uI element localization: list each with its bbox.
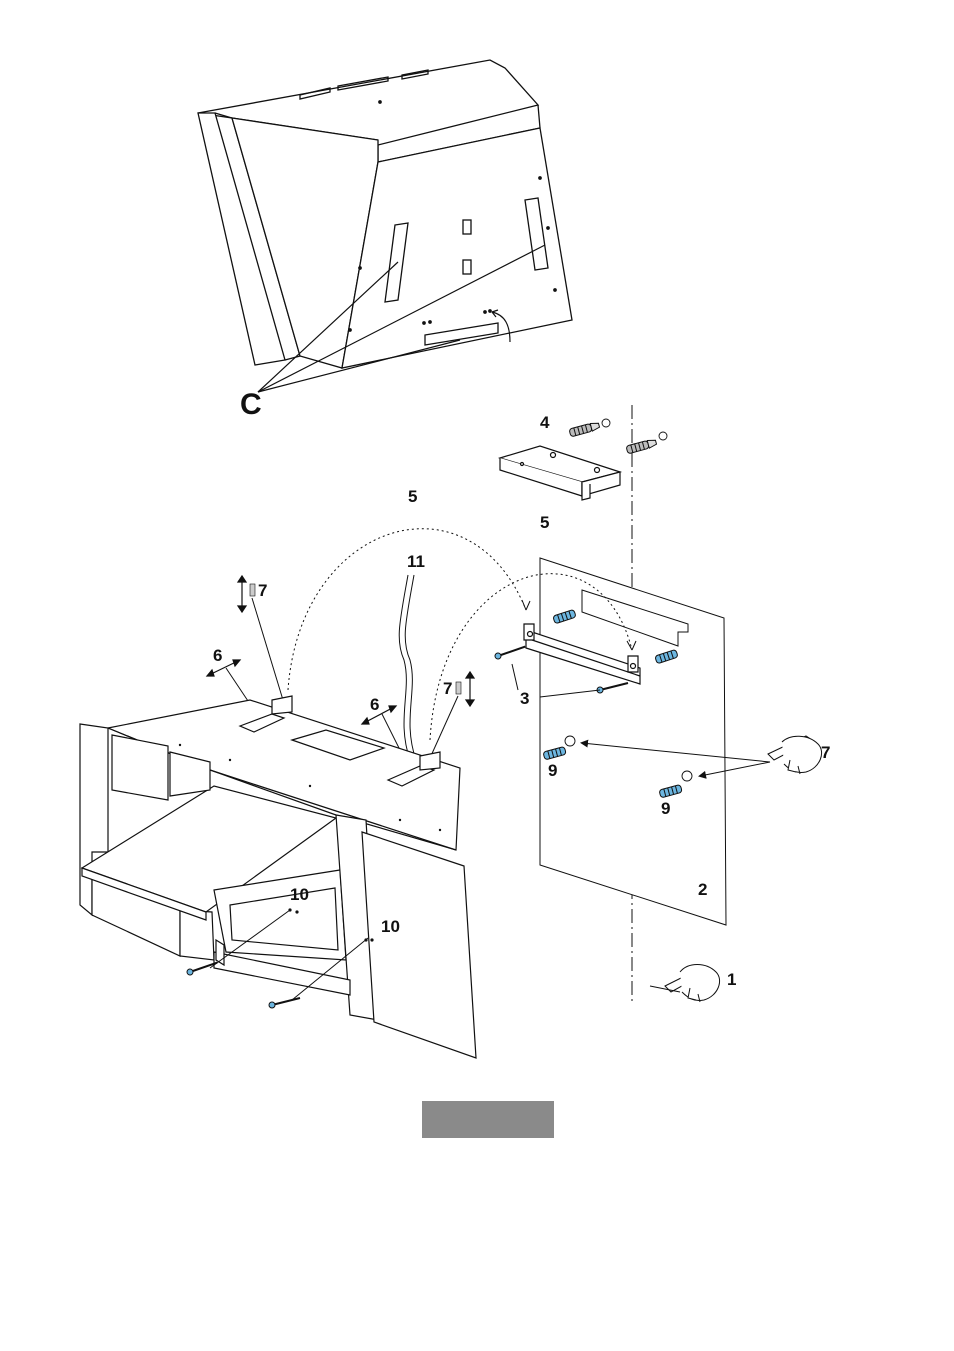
hood-illustration [198,60,572,392]
label-1: 1 [727,970,736,989]
label-4: 4 [540,413,550,432]
label-9b: 9 [661,799,670,818]
label-7b: 7 [443,679,452,698]
label-3: 3 [520,689,529,708]
plug-grey-2 [626,438,657,453]
page-number-box [422,1101,554,1138]
label-7a: 7 [258,581,267,600]
label-6a: 6 [213,646,222,665]
bracket [500,446,620,500]
label-10b: 10 [381,917,400,936]
label-c: C [240,388,262,421]
label-10a: 10 [290,885,309,904]
cable-11 [399,575,410,760]
screw-3a [494,647,526,660]
label-11: 11 [407,552,425,571]
label-6b: 6 [370,695,379,714]
pencil-hand-icon [650,965,720,1003]
screw-10a [186,963,218,976]
label-5a: 5 [408,487,417,506]
label-2: 2 [698,880,707,899]
plug-grey-1 [569,421,600,436]
label-9a: 9 [548,761,557,780]
label-7c: 7 [821,743,830,762]
label-5b: 5 [540,513,549,532]
screw-10b [269,998,300,1008]
pencil-hand-icon [768,736,822,774]
